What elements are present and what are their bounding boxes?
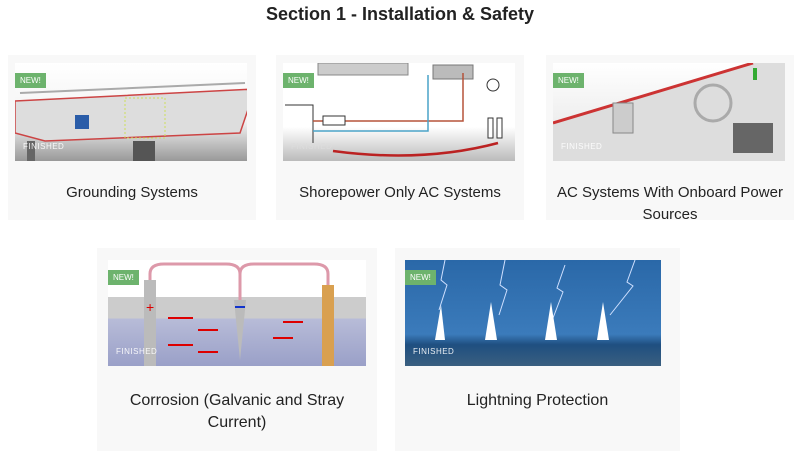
course-card-lightning[interactable]: NEW! FINISHED Lightning Protection — [395, 248, 680, 451]
course-card-grounding[interactable]: NEW! FINISHED Grounding Systems — [8, 55, 256, 220]
status-label: FINISHED — [116, 347, 158, 356]
new-badge: NEW! — [283, 73, 314, 88]
shorepower-diagram — [285, 63, 503, 157]
course-title[interactable]: Grounding Systems — [66, 184, 198, 201]
course-thumbnail[interactable]: NEW! FINISHED — [15, 63, 247, 161]
lightning-sailboats-illustration — [435, 260, 636, 340]
course-card-corrosion[interactable]: + NEW! FINISHED Corrosion (Galvanic and … — [97, 248, 377, 451]
course-title[interactable]: Shorepower Only AC Systems — [299, 184, 501, 201]
boat-grounding-illustration — [15, 82, 247, 161]
new-badge: NEW! — [405, 270, 436, 285]
course-title[interactable]: AC Systems With Onboard Power Sources — [557, 184, 783, 223]
course-thumbnail[interactable]: + NEW! FINISHED — [108, 260, 366, 366]
status-label: FINISHED — [561, 142, 603, 151]
status-label: FINISHED — [291, 142, 333, 151]
course-card-shorepower[interactable]: NEW! FINISHED Shorepower Only AC Systems — [276, 55, 524, 220]
status-label: FINISHED — [413, 347, 455, 356]
status-label: FINISHED — [23, 142, 65, 151]
svg-text:+: + — [146, 299, 154, 315]
corrosion-diagram: + — [144, 262, 334, 366]
course-thumbnail[interactable]: NEW! FINISHED — [553, 63, 785, 161]
course-card-onboard-ac[interactable]: NEW! FINISHED AC Systems With Onboard Po… — [546, 55, 794, 223]
new-badge: NEW! — [108, 270, 139, 285]
course-thumbnail[interactable]: NEW! FINISHED — [283, 63, 515, 161]
course-title[interactable]: Lightning Protection — [466, 392, 609, 409]
course-title[interactable]: Corrosion (Galvanic and Stray Current) — [129, 392, 345, 431]
onboard-power-illustration — [553, 63, 785, 161]
new-badge: NEW! — [15, 73, 46, 88]
new-badge: NEW! — [553, 73, 584, 88]
course-thumbnail[interactable]: NEW! FINISHED — [405, 260, 661, 366]
section-title: Section 1 - Installation & Safety — [265, 4, 535, 24]
